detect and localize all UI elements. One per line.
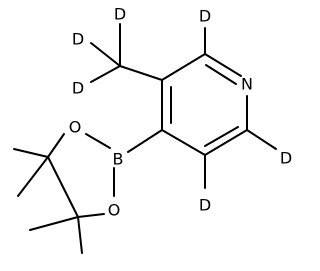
bond-c5-c6 [161, 53, 206, 81]
atom-d-ch3-left: D [72, 30, 84, 49]
atom-o-lower: O [108, 201, 121, 220]
bond-methyl-1 [13, 148, 49, 158]
bond-methyl-4 [77, 216, 83, 254]
pinacol-boronate [13, 129, 163, 254]
atom-d-c3: D [199, 196, 211, 215]
bond-c2-c3 [204, 129, 248, 156]
pyridine-ring [161, 53, 248, 156]
ring-deuterium-bonds [204, 27, 277, 189]
bond-c6-n1 [204, 53, 242, 77]
atom-o-upper: O [69, 118, 82, 137]
bond-c3-c4 [161, 129, 206, 156]
bond-c2-d [246, 129, 277, 150]
bond-c4-b [127, 129, 163, 153]
bond-b-o-upper [85, 133, 111, 149]
bond-methyl-2 [17, 156, 49, 197]
bond-o-lower-c [77, 213, 105, 218]
atom-n1: N [241, 75, 253, 94]
cd3-group [90, 23, 163, 83]
bond-c2-c3-inner [204, 126, 239, 147]
bond-c-c-ring [47, 156, 79, 218]
bond-c5-ch3 [119, 65, 163, 81]
atom-d-ch3-bottom: D [72, 79, 84, 98]
bond-o-upper-c [47, 133, 65, 158]
bond-ch3-d-left [90, 42, 121, 67]
atom-boron: B [113, 150, 124, 169]
bond-ch3-d-bottom [90, 65, 121, 83]
atom-d-c6: D [199, 7, 211, 26]
molecule-structure-diagram: N D D D D D D B O O [13, 5, 292, 254]
bond-c6-n1-inner [205, 64, 237, 85]
atom-d-c2: D [280, 149, 292, 168]
bond-methyl-3 [29, 216, 79, 231]
atom-d-ch3-top: D [114, 5, 126, 24]
atom-labels: N D D D D D D B O O [69, 5, 292, 220]
